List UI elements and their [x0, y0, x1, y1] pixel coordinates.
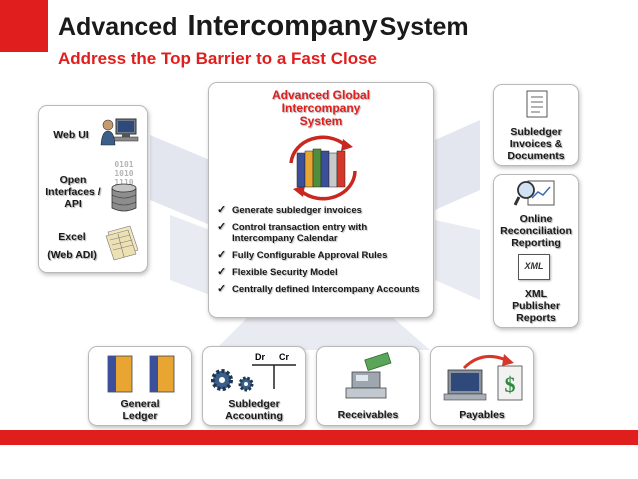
xml-publisher-line-2: Publisher: [512, 300, 560, 312]
title-part-intercompany: Intercompany: [187, 10, 378, 42]
online-recon-line-1: Online: [519, 213, 553, 225]
gears-icon: [211, 369, 254, 392]
binary-line-2: 1010: [114, 169, 134, 178]
title-part-advanced: Advanced: [58, 13, 178, 41]
page-subtitle: Address the Top Barrier to a Fast Close: [58, 49, 377, 68]
online-recon-line-2: Reconciliation: [500, 225, 572, 237]
receivables-label: Receivables: [337, 409, 399, 421]
subledger-accounting-line-1: Subledger: [228, 398, 280, 410]
computer-user-icon: [100, 118, 139, 146]
magnifier-report-icon: [514, 180, 555, 206]
database-icon: [111, 183, 137, 212]
open-interfaces-label: Open Interfaces / API: [38, 174, 108, 210]
payables-computer-icon: $: [443, 354, 523, 401]
excel-label: Excel (Web ADI): [42, 231, 102, 261]
feature-item: ✓ Control transaction entry with Intercom…: [217, 221, 429, 245]
feature-text: Control transaction entry with Intercomp…: [232, 222, 368, 244]
feature-text: Centrally defined Intercompany Accounts: [232, 284, 420, 295]
general-ledger-line-2: Ledger: [122, 410, 158, 422]
checkmark-icon: ✓: [217, 283, 227, 295]
xml-document-icon: XML: [518, 254, 550, 280]
payables-label: Payables: [459, 409, 505, 421]
subledger-docs-line-2: Invoices &: [509, 138, 563, 150]
binary-code-icon: 0101 1010 1110: [108, 160, 140, 187]
open-interfaces-line-1: Open: [59, 174, 87, 186]
subledger-documents-label: Subledger Invoices & Documents: [493, 126, 579, 162]
svg-text:$: $: [505, 372, 516, 397]
accent-bar: [0, 0, 48, 52]
checkmark-icon: ✓: [217, 249, 227, 261]
subledger-docs-line-3: Documents: [507, 150, 565, 162]
open-interfaces-line-3: API: [64, 198, 82, 210]
center-title-line-2: Intercompany: [281, 101, 361, 115]
debit-label: Dr: [255, 352, 266, 362]
xml-publisher-line-3: Reports: [516, 312, 556, 324]
binary-line-1: 0101: [114, 160, 134, 169]
checkmark-icon: ✓: [217, 221, 227, 233]
feature-item: ✓ Generate subledger invoices: [217, 204, 429, 217]
cash-register-icon: [345, 352, 392, 399]
general-ledger-label: General Ledger: [88, 398, 192, 422]
feature-item: ✓ Centrally defined Intercompany Accounts: [217, 283, 429, 296]
center-title-line-3: System: [299, 114, 343, 128]
web-ui-label: Web UI: [53, 129, 89, 141]
online-recon-line-3: Reporting: [511, 237, 561, 249]
center-panel-title: Advanced Global Intercompany System: [209, 89, 433, 128]
excel-line-1: Excel: [58, 231, 86, 243]
general-ledger-panel: [88, 346, 192, 426]
online-reconciliation-label: Online Reconciliation Reporting: [493, 213, 579, 249]
general-ledger-line-1: General: [120, 398, 160, 410]
footer-accent-bar: [0, 430, 638, 445]
checkmark-icon: ✓: [217, 204, 227, 216]
t-account-lines: [252, 364, 296, 389]
credit-label: Cr: [279, 352, 290, 362]
ledger-books-icon: [107, 355, 175, 393]
center-system-panel: Advanced Global Intercompany System ✓ Gen…: [208, 82, 434, 318]
center-title-line-1: Advanced Global: [271, 88, 371, 102]
page-title: Advanced IntercompanySystem: [58, 10, 469, 43]
excel-line-2: (Web ADI): [47, 249, 97, 261]
xml-publisher-line-1: XML: [524, 288, 548, 300]
subledger-docs-line-1: Subledger: [510, 126, 562, 138]
feature-list: ✓ Generate subledger invoices ✓ Control tr…: [217, 205, 429, 301]
feature-text: Fully Configurable Approval Rules: [232, 250, 388, 261]
open-interfaces-line-2: Interfaces /: [45, 186, 101, 198]
books-cycle-icon: [289, 135, 357, 201]
feature-item: ✓ Flexible Security Model: [217, 266, 429, 279]
title-part-system: System: [379, 13, 469, 41]
checkmark-icon: ✓: [217, 266, 227, 278]
feature-item: ✓ Fully Configurable Approval Rules: [217, 249, 429, 262]
xml-publisher-label: XML Publisher Reports: [493, 288, 579, 324]
background-rays: [150, 120, 480, 350]
subledger-accounting-label: Subledger Accounting: [202, 398, 306, 422]
feature-text: Flexible Security Model: [232, 267, 338, 278]
subledger-accounting-line-2: Accounting: [225, 410, 283, 422]
feature-text: Generate subledger invoices: [232, 205, 362, 216]
document-icon: [526, 90, 548, 118]
spreadsheet-icon: [105, 225, 139, 261]
xml-tag-text: XML: [524, 261, 544, 271]
binary-line-3: 1110: [114, 178, 134, 187]
